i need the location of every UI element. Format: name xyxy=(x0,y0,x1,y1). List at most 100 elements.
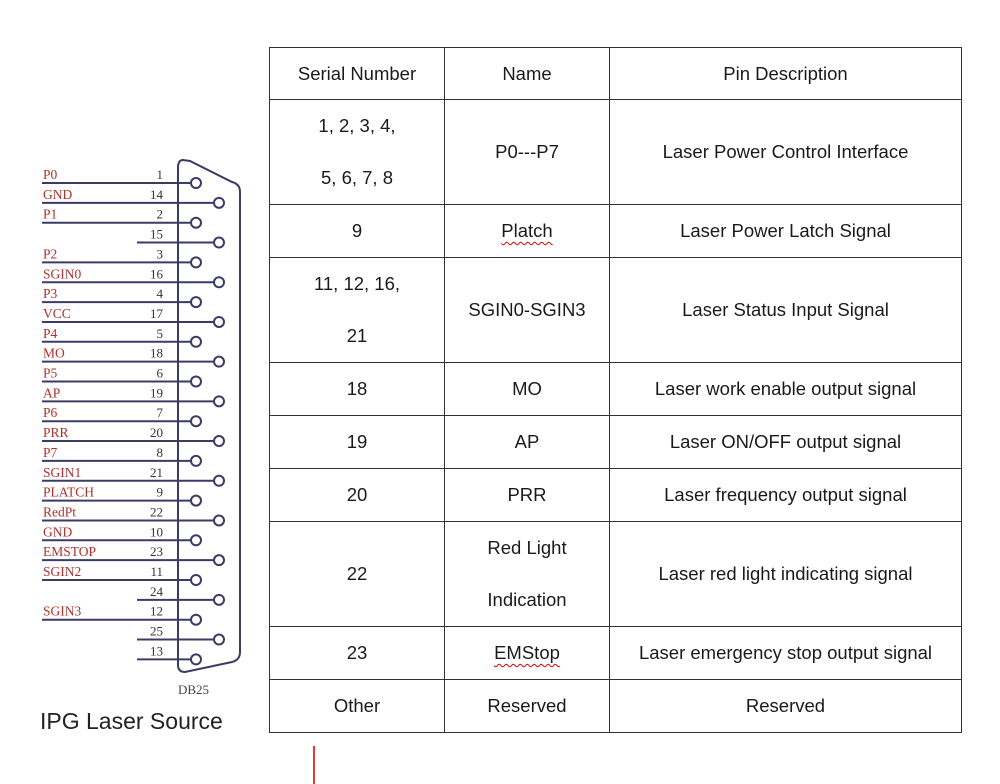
table-header-row: Serial Number Name Pin Description xyxy=(269,47,962,100)
name-text: SGIN0-SGIN3 xyxy=(468,299,586,320)
serial-number-text: Other xyxy=(333,695,381,716)
pin-contact xyxy=(213,435,225,448)
name-cell: P0---P7 xyxy=(444,99,610,205)
name-cell: AP xyxy=(444,415,610,469)
pin-number: 14 xyxy=(150,187,164,202)
pin-number: 3 xyxy=(157,246,164,261)
db25-connector-diagram: 1P014GND2P1153P216SGIN04P317VCC5P418MO6P… xyxy=(42,158,241,697)
pin-contact xyxy=(190,534,202,547)
name-text: Indication xyxy=(487,589,567,610)
signal-label: P5 xyxy=(43,366,58,381)
pin-number: 17 xyxy=(150,306,164,321)
signal-label: PLATCH xyxy=(43,485,94,500)
pin-number: 1 xyxy=(157,167,164,182)
pin-number: 5 xyxy=(157,326,164,341)
header-serial-number: Serial Number xyxy=(269,47,445,100)
name-text: MO xyxy=(512,378,542,399)
pin-number: 7 xyxy=(157,405,164,420)
connector-caption: IPG Laser Source xyxy=(40,708,223,734)
name-text: AP xyxy=(514,431,540,452)
header-name: Name xyxy=(444,47,610,100)
pin-number: 9 xyxy=(157,485,164,500)
signal-label: AP xyxy=(43,385,60,400)
signal-label: P3 xyxy=(43,286,58,301)
connector-shell xyxy=(177,158,241,674)
signal-label: SGIN3 xyxy=(43,604,82,619)
pin-number: 11 xyxy=(150,564,163,579)
pin-contact xyxy=(190,653,202,666)
serial-number-cell: 11, 12, 16,21 xyxy=(269,257,445,363)
pin-number: 13 xyxy=(150,643,163,658)
signal-label: EMSTOP xyxy=(43,544,96,559)
name-cell: PRR xyxy=(444,468,610,522)
description-cell: Laser Power Latch Signal xyxy=(609,204,962,258)
pin-contact xyxy=(190,177,202,189)
signal-label: RedPt xyxy=(43,504,76,519)
name-text: Red Light xyxy=(487,537,567,558)
pin-contact xyxy=(213,633,225,646)
serial-number-text: 22 xyxy=(346,563,368,584)
name-text: P0---P7 xyxy=(495,141,559,162)
signal-label: PRR xyxy=(43,425,69,440)
table-row: 9 Platch Laser Power Latch Signal xyxy=(269,204,962,258)
signal-label: P4 xyxy=(43,326,58,341)
pin-contact xyxy=(190,216,202,229)
signal-label: GND xyxy=(43,187,72,202)
pin-number: 2 xyxy=(157,207,164,222)
serial-number-text: 20 xyxy=(346,484,368,505)
name-cell: MO xyxy=(444,362,610,416)
signal-label: P6 xyxy=(43,405,58,420)
serial-number-cell: Other xyxy=(269,679,445,733)
description-cell: Laser red light indicating signal xyxy=(609,521,962,627)
pin-number: 20 xyxy=(150,425,163,440)
serial-number-cell: 23 xyxy=(269,626,445,680)
pin-contact xyxy=(190,574,202,586)
serial-number-text: 21 xyxy=(346,325,368,346)
description-cell: Laser Status Input Signal xyxy=(609,257,962,363)
description-cell: Laser work enable output signal xyxy=(609,362,962,416)
pin-contact xyxy=(190,335,202,348)
name-text: EMStop xyxy=(494,642,560,663)
serial-number-cell: 1, 2, 3, 4, 5, 6, 7, 8 xyxy=(269,99,445,205)
name-text: Platch xyxy=(501,220,553,241)
pin-number: 6 xyxy=(157,366,164,381)
name-text: Reserved xyxy=(487,695,567,716)
pin-contact xyxy=(213,315,225,328)
pin-number: 23 xyxy=(150,544,163,559)
pin-contact xyxy=(213,554,225,567)
pin-number: 18 xyxy=(150,346,163,361)
name-text: PRR xyxy=(507,484,547,505)
serial-number-text: 23 xyxy=(346,642,368,663)
serial-number-text: 5, 6, 7, 8 xyxy=(321,167,393,188)
signal-label: MO xyxy=(43,346,65,361)
pin-number: 10 xyxy=(150,524,163,539)
pin-number: 15 xyxy=(150,227,163,242)
signal-label: P0 xyxy=(43,167,58,182)
text-cursor-line xyxy=(313,746,315,784)
table-row: 11, 12, 16,21 SGIN0-SGIN3 Laser Status Inp… xyxy=(269,257,962,363)
pin-contact xyxy=(213,236,225,249)
table-row: Other Reserved Reserved xyxy=(269,679,962,733)
signal-label: SGIN2 xyxy=(43,564,81,579)
pin-contact xyxy=(190,296,202,309)
pin-number: 16 xyxy=(150,266,164,281)
pin-number: 8 xyxy=(157,445,164,460)
pin-contact xyxy=(213,196,225,209)
pin-contact xyxy=(190,415,202,428)
pin-number: 24 xyxy=(150,584,164,599)
description-cell: Reserved xyxy=(609,679,962,733)
serial-number-text: 1, 2, 3, 4, xyxy=(318,115,396,136)
serial-number-text: 9 xyxy=(351,220,363,241)
name-cell: EMStop xyxy=(444,626,610,680)
signal-label: VCC xyxy=(43,306,71,321)
pin-contact xyxy=(213,593,225,606)
pin-number: 4 xyxy=(157,286,164,301)
pin-contact xyxy=(190,256,202,269)
signal-label: GND xyxy=(43,524,72,539)
name-cell: Platch xyxy=(444,204,610,258)
